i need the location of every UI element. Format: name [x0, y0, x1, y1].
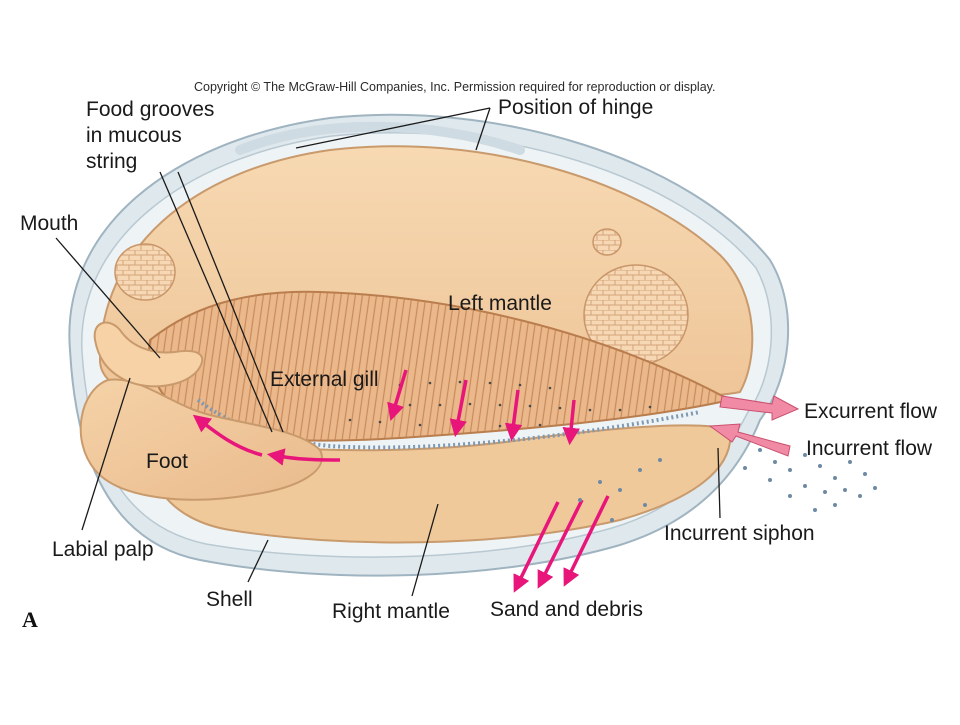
- label-left-mantle: Left mantle: [448, 292, 552, 315]
- panel-letter: A: [22, 607, 38, 632]
- incurrent-arrow: [708, 423, 791, 457]
- label-mouth: Mouth: [20, 212, 79, 235]
- label-labial-palp: Labial palp: [52, 538, 154, 561]
- food-groove: [196, 398, 701, 450]
- particles: [578, 448, 877, 522]
- labial-palp-shape: [93, 321, 204, 388]
- label-position-of-hinge: Position of hinge: [498, 96, 654, 119]
- debris-arrows: [513, 495, 610, 593]
- copyright-notice: Copyright © The McGraw-Hill Companies, I…: [194, 80, 716, 94]
- gill-flow-arrows: [192, 369, 580, 466]
- label-foot: Foot: [146, 450, 189, 473]
- label-right-mantle: Right mantle: [332, 600, 450, 623]
- leader-lines: [55, 107, 721, 597]
- label-incurrent-flow: Incurrent flow: [806, 437, 933, 460]
- label-food-grooves-line2: in mucous: [86, 124, 182, 147]
- small-scar: [592, 228, 622, 256]
- label-sand-and-debris: Sand and debris: [490, 598, 643, 621]
- label-excurrent-flow: Excurrent flow: [804, 400, 938, 423]
- foot-shape: [79, 378, 323, 501]
- label-shell: Shell: [206, 588, 253, 611]
- anterior-adductor-scar: [114, 243, 176, 301]
- hinge-ligament: [235, 121, 525, 155]
- label-food-grooves-line1: Food grooves: [86, 98, 215, 121]
- label-incurrent-siphon: Incurrent siphon: [664, 522, 815, 545]
- gill-pores: [348, 380, 652, 428]
- label-food-grooves-line3: string: [86, 150, 138, 173]
- label-external-gill: External gill: [270, 368, 379, 391]
- excurrent-arrow: [719, 395, 800, 421]
